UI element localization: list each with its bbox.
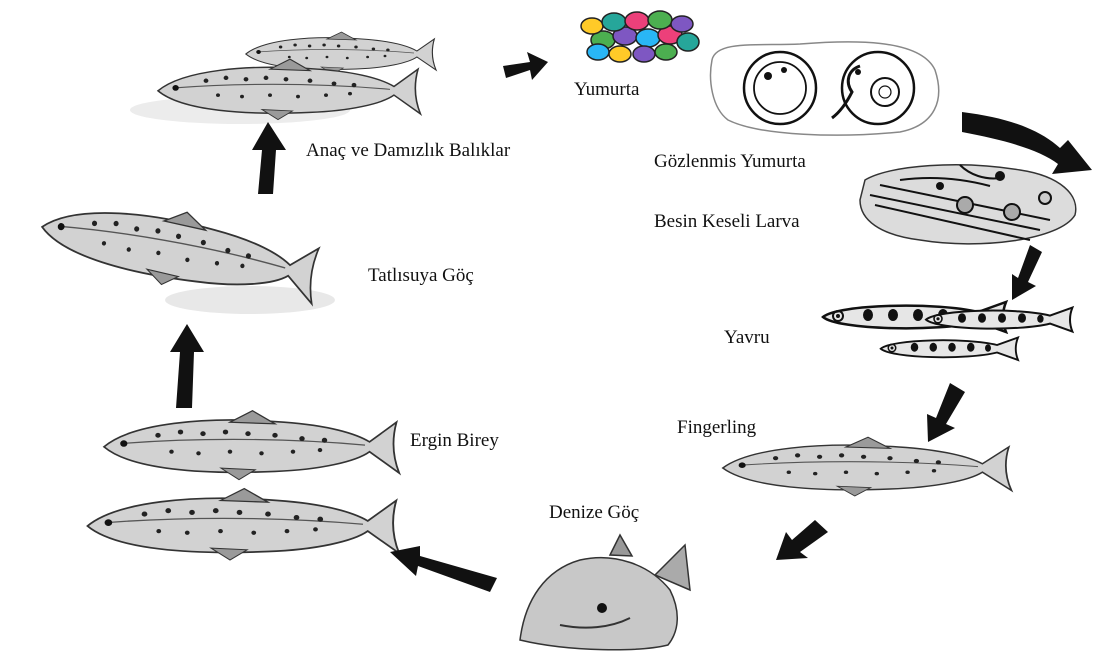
label-besin-keseli-larva: Besin Keseli Larva	[654, 212, 800, 231]
freshwater-migrant-icon	[36, 188, 335, 314]
label-yumurta: Yumurta	[574, 80, 639, 99]
yolk-sac-larva-icon	[860, 165, 1076, 244]
egg-cluster-icon	[581, 11, 699, 62]
eyed-egg-icon	[711, 42, 939, 135]
label-anac-damizlik: Anaç ve Damızlık Balıklar	[306, 141, 510, 160]
fry-icon	[823, 302, 1072, 360]
label-denize-goc: Denize Göç	[549, 503, 639, 522]
broodstock-fish-icon	[130, 32, 436, 124]
label-gozlenmis-yumurta: Gözlenmis Yumurta	[654, 152, 806, 171]
adult-fish-icon	[88, 411, 400, 560]
label-tatlisuya-goc: Tatlısuya Göç	[368, 266, 474, 285]
fingerling-icon	[723, 437, 1012, 496]
label-ergin-birey: Ergin Birey	[410, 431, 499, 450]
smolt-head-icon	[520, 535, 690, 650]
label-fingerling: Fingerling	[677, 418, 756, 437]
label-yavru: Yavru	[724, 328, 770, 347]
